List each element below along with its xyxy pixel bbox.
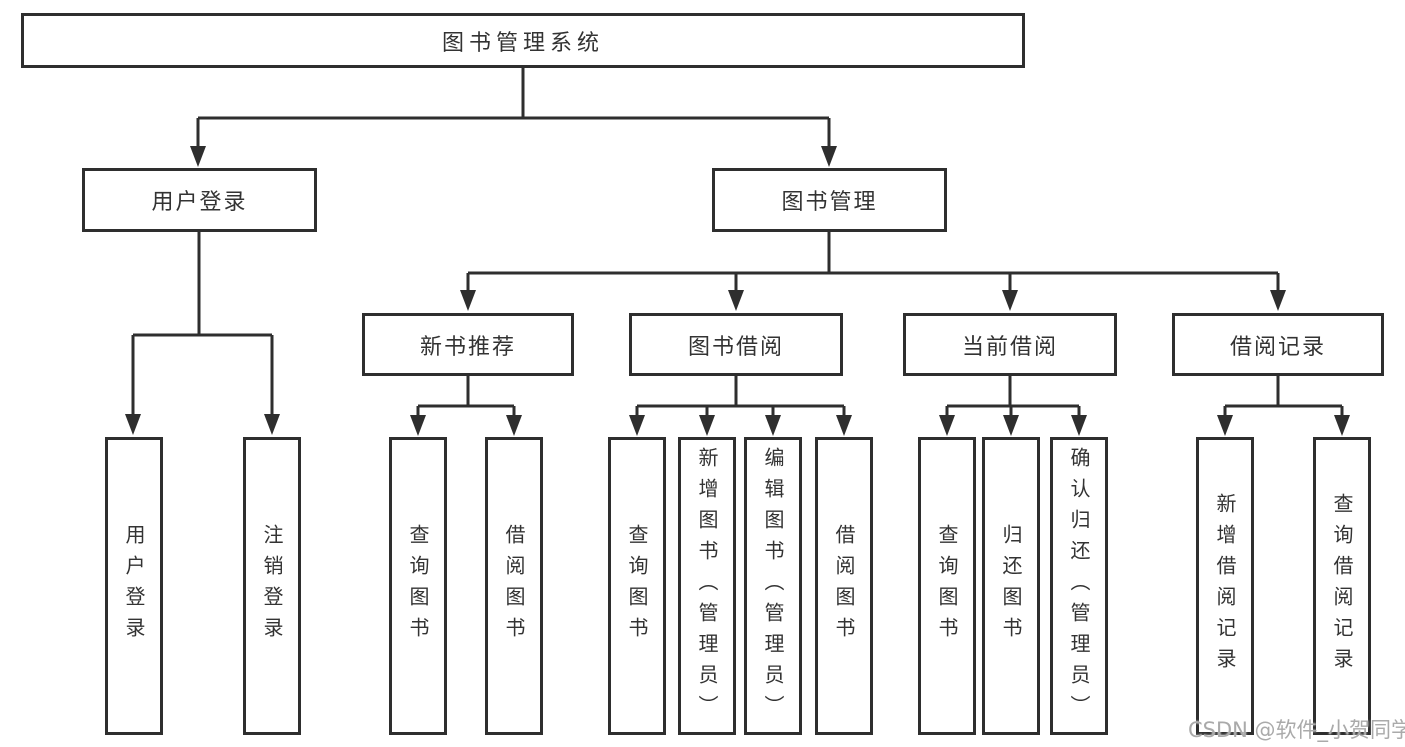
- leaf-confirm-return-admin-label: 确认归还（管理员）: [1067, 446, 1091, 726]
- arrowhead-icons: [125, 146, 1350, 436]
- leaf-edit-book-admin: 编辑图书（管理员）: [744, 437, 802, 735]
- leaf-query-borrow-record-label: 查询借阅记录: [1330, 493, 1354, 679]
- leaf-query-borrow-record: 查询借阅记录: [1313, 437, 1371, 735]
- leaf-add-borrow-record: 新增借阅记录: [1196, 437, 1254, 735]
- leaf-borrow-books: 借阅图书: [815, 437, 873, 735]
- leaf-borrow-books-recommend: 借阅图书: [485, 437, 543, 735]
- node-borrowing-records: 借阅记录: [1172, 313, 1384, 376]
- leaf-borrow-books-label: 借阅图书: [832, 524, 856, 648]
- leaf-add-book-admin-label: 新增图书（管理员）: [695, 446, 719, 726]
- leaf-add-borrow-record-label: 新增借阅记录: [1213, 493, 1237, 679]
- tree-connector-lines: [131, 67, 1344, 417]
- leaf-return-book: 归还图书: [982, 437, 1040, 735]
- leaf-add-book-admin: 新增图书（管理员）: [678, 437, 736, 735]
- node-book-management: 图书管理: [712, 168, 947, 232]
- node-current-borrowing: 当前借阅: [903, 313, 1117, 376]
- leaf-query-books-recommend-label: 查询图书: [406, 524, 430, 648]
- leaf-logout-login: 注销登录: [243, 437, 301, 735]
- leaf-return-book-label: 归还图书: [999, 524, 1023, 648]
- leaf-confirm-return-admin: 确认归还（管理员）: [1050, 437, 1108, 735]
- leaf-user-login: 用户登录: [105, 437, 163, 735]
- leaf-logout-login-label: 注销登录: [260, 524, 284, 648]
- leaf-query-books-borrow: 查询图书: [608, 437, 666, 735]
- leaf-query-books-borrow-label: 查询图书: [625, 524, 649, 648]
- leaf-query-books-current-label: 查询图书: [935, 524, 959, 648]
- leaf-edit-book-admin-label: 编辑图书（管理员）: [761, 446, 785, 726]
- node-user-login: 用户登录: [82, 168, 317, 232]
- node-new-book-recommendation: 新书推荐: [362, 313, 574, 376]
- leaf-user-login-label: 用户登录: [122, 524, 146, 648]
- csdn-watermark: CSDN @软件_小贺同学: [1188, 718, 1405, 742]
- node-root-system: 图书管理系统: [21, 13, 1025, 68]
- leaf-query-books-current: 查询图书: [918, 437, 976, 735]
- node-book-borrowing: 图书借阅: [629, 313, 843, 376]
- leaf-borrow-books-recommend-label: 借阅图书: [502, 524, 526, 648]
- leaf-query-books-recommend: 查询图书: [389, 437, 447, 735]
